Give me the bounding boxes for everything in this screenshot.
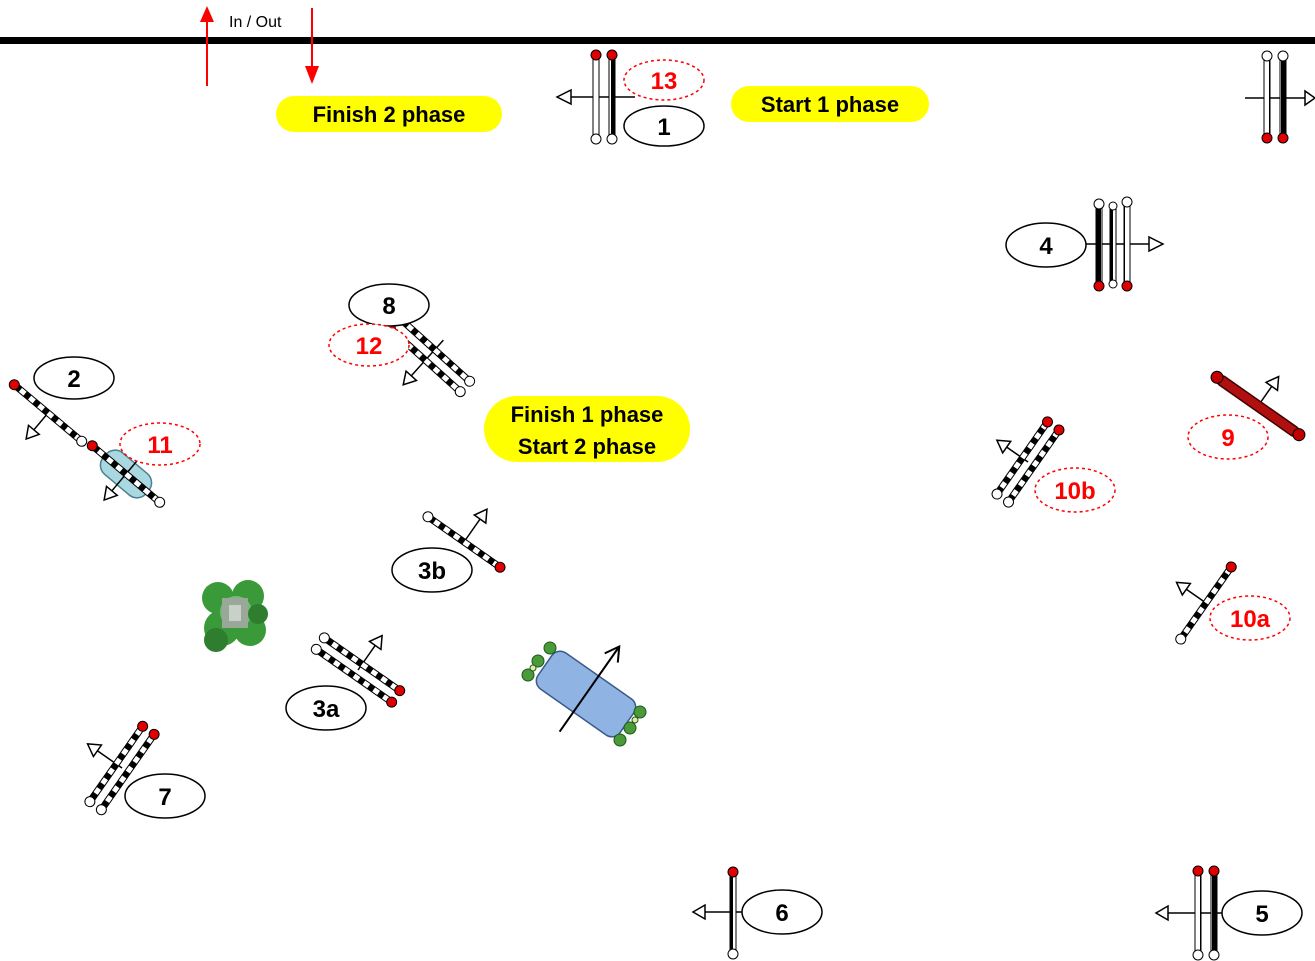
fence-number-1: 1 (657, 114, 670, 141)
fence-10a (1175, 561, 1237, 645)
phase-label-start-1-text: Start 1 phase (761, 92, 899, 117)
fence-number-10b: 10b (1054, 478, 1095, 505)
fence-1-13 (555, 49, 635, 145)
fence-number-10a: 10a (1230, 606, 1271, 633)
fence-number-3a: 3a (313, 696, 340, 723)
fence-9 (1210, 370, 1306, 442)
phase-label-finish-2: Finish 2 phase (276, 96, 502, 132)
fence-number-6: 6 (775, 900, 788, 927)
fence-3a (310, 632, 406, 708)
flower-decoration-right (613, 705, 647, 747)
fence-10b (991, 416, 1065, 508)
fence-number-5: 5 (1255, 901, 1268, 928)
phase-label-finish-2-text: Finish 2 phase (313, 102, 466, 127)
fence-number-13: 13 (651, 68, 678, 95)
phase-label-start-1: Start 1 phase (731, 86, 929, 122)
flower-decoration-left (521, 641, 557, 682)
fence-top-right (1245, 50, 1315, 144)
phase-label-start-2-text: Start 2 phase (518, 434, 656, 459)
fence-4 (1083, 196, 1165, 292)
fence-2 (8, 379, 88, 447)
fence-number-8: 8 (382, 293, 395, 320)
phase-label-finish-1-text: Finish 1 phase (511, 402, 664, 427)
fence-number-7: 7 (158, 784, 171, 811)
arena-border (0, 37, 1315, 44)
fence-number-9: 9 (1221, 425, 1234, 452)
fence-5 (1154, 865, 1232, 961)
fence-number-3b: 3b (418, 558, 446, 585)
in-out-label: In / Out (229, 14, 282, 31)
fence-7 (84, 720, 160, 816)
phase-label-finish-1-start-2: Finish 1 phase Start 2 phase (484, 396, 690, 462)
in-out-marker: In / Out (200, 6, 319, 86)
fence-3b (422, 508, 506, 573)
fence-number-11: 11 (147, 432, 172, 459)
fence-11 (86, 440, 166, 508)
water-jump (535, 644, 637, 738)
fence-number-4: 4 (1039, 233, 1053, 260)
fence-number-2: 2 (67, 366, 80, 393)
fence-number-12: 12 (356, 333, 383, 360)
hedge-decoration (202, 580, 268, 652)
